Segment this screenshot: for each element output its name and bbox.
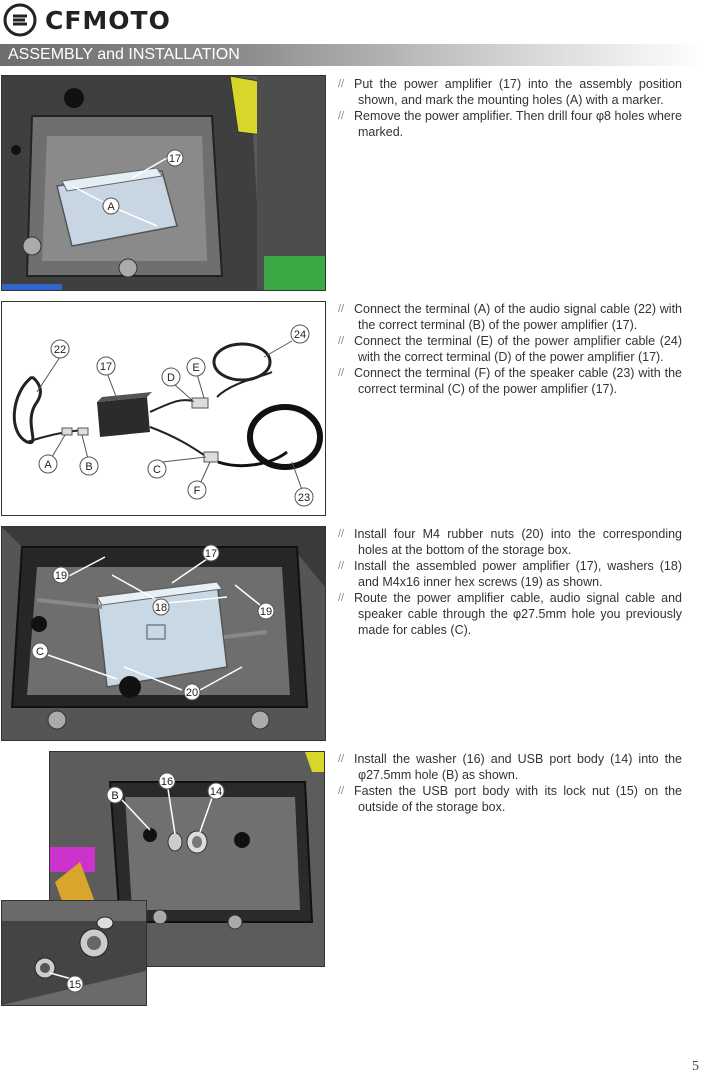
callout-17: 17 (205, 548, 217, 560)
callout-C: C (153, 464, 161, 476)
callout-18: 18 (155, 602, 167, 614)
callout-17: 17 (100, 361, 112, 373)
figure-3-illustration: 17 19 18 19 C 20 (2, 527, 325, 740)
brand-name: CFMOTO (45, 5, 171, 35)
callout-22: 22 (54, 344, 66, 356)
section-header: ASSEMBLY and INSTALLATION (0, 44, 705, 66)
step-marker: // (338, 110, 345, 122)
figure-amplifier-marking: 17 A (1, 75, 326, 291)
step-marker: // (338, 78, 345, 90)
callout-A: A (44, 459, 52, 471)
step-item: //Connect the terminal (E) of the power … (338, 334, 682, 364)
callout-15: 15 (69, 979, 81, 991)
page-number: 5 (692, 1059, 699, 1074)
figure-4-illustration: 16 B 14 (50, 752, 324, 966)
step-marker: // (338, 785, 345, 797)
step-marker: // (338, 367, 345, 379)
callout-D: D (167, 372, 175, 384)
section-title: ASSEMBLY and INSTALLATION (8, 46, 240, 63)
figure-usb-port-installation: 16 B 14 (49, 751, 325, 967)
step-list-2: //Connect the terminal (A) of the audio … (338, 301, 682, 397)
step-item: //Connect the terminal (A) of the audio … (338, 302, 682, 332)
step-item: //Remove the power amplifier. Then drill… (338, 109, 682, 139)
step-item: //Route the power amplifier cable, audio… (338, 591, 682, 637)
step-list-4: //Install the washer (16) and USB port b… (338, 751, 682, 815)
step-marker: // (338, 335, 345, 347)
step-list-1: //Put the power amplifier (17) into the … (338, 76, 682, 140)
callout-B: B (111, 790, 118, 802)
callout-24: 24 (294, 329, 306, 341)
callout-B: B (85, 461, 92, 473)
figure-2-illustration: 22 17 D E 24 A B C F 23 (2, 302, 325, 515)
callout-C: C (36, 646, 44, 658)
step-item: //Put the power amplifier (17) into the … (338, 77, 682, 107)
step-list-3: //Install four M4 rubber nuts (20) into … (338, 526, 682, 638)
step-item: //Fasten the USB port body with its lock… (338, 784, 682, 814)
callout-F: F (194, 485, 201, 497)
callout-19: 19 (55, 570, 67, 582)
step-marker: // (338, 560, 345, 572)
callout-16: 16 (161, 776, 173, 788)
callout-23: 23 (298, 492, 310, 504)
step-marker: // (338, 303, 345, 315)
callout-14: 14 (210, 786, 222, 798)
callout-17: 17 (169, 153, 181, 165)
figure-cable-connections: 22 17 D E 24 A B C F 23 (1, 301, 326, 516)
callout-A: A (107, 201, 115, 213)
step-marker: // (338, 753, 345, 765)
step-item: //Connect the terminal (F) of the speake… (338, 366, 682, 396)
step-item: //Install the washer (16) and USB port b… (338, 752, 682, 782)
figure-1-illustration: 17 A (2, 76, 325, 290)
callout-E: E (192, 362, 199, 374)
step-marker: // (338, 592, 345, 604)
step-marker: // (338, 528, 345, 540)
figure-4-inset-illustration: 15 (2, 901, 146, 1005)
figure-amplifier-mounting: 17 19 18 19 C 20 (1, 526, 326, 741)
cfmoto-logo-mark (3, 3, 37, 37)
cfmoto-logo: CFMOTO (3, 2, 171, 38)
callout-19: 19 (260, 606, 272, 618)
step-item: //Install four M4 rubber nuts (20) into … (338, 527, 682, 557)
figure-usb-lock-nut-inset: 15 (1, 900, 147, 1006)
callout-20: 20 (186, 687, 198, 699)
step-item: //Install the assembled power amplifier … (338, 559, 682, 589)
